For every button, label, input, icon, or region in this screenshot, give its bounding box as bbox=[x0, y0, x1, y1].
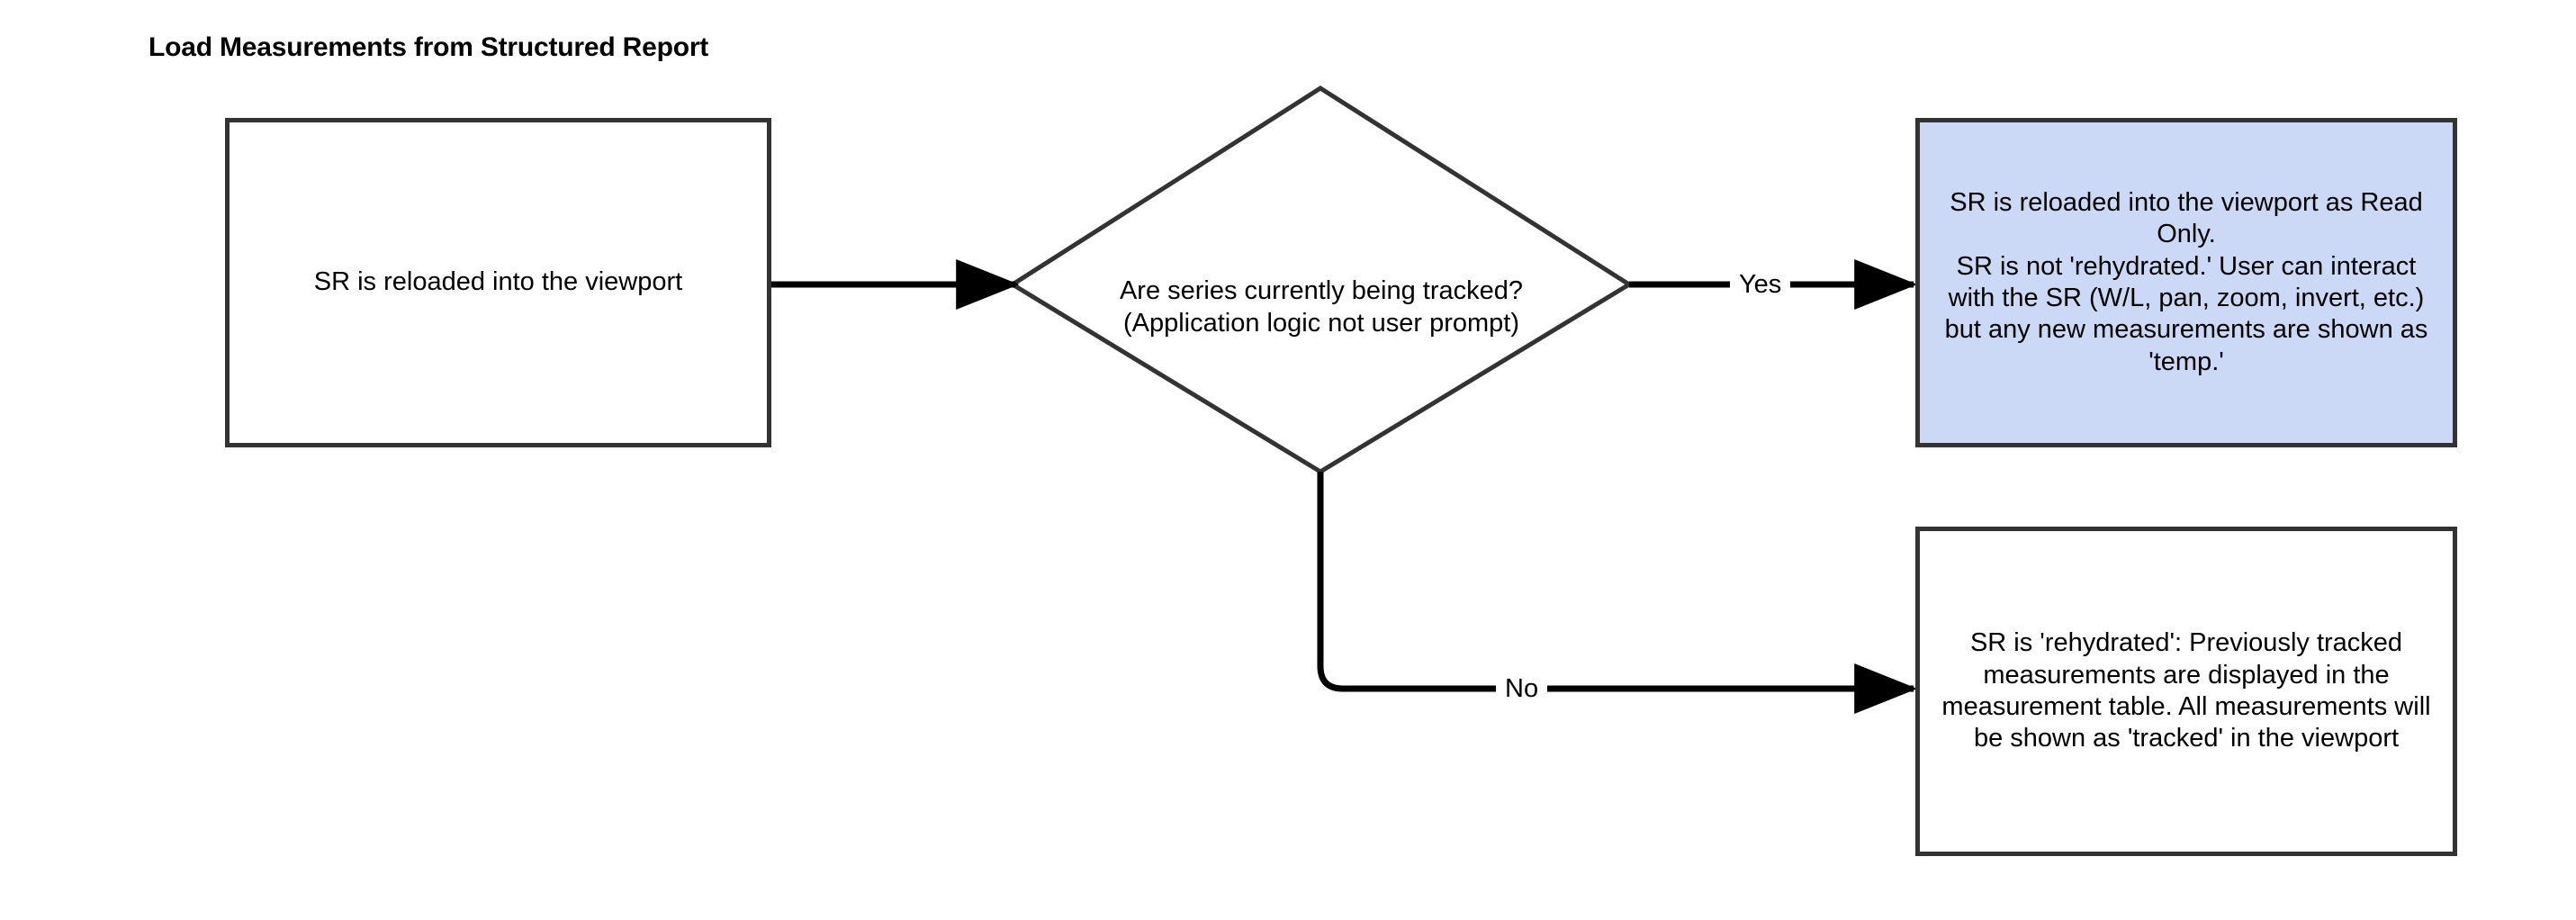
node-sr-read-only[interactable]: SR is reloaded into the viewport as Read… bbox=[1915, 118, 2457, 447]
edge-decision-no bbox=[1317, 472, 1918, 714]
node-decision-series-tracked[interactable]: Are series currently being tracked? (App… bbox=[1013, 88, 1630, 473]
node-sr-rehydrated[interactable]: SR is 'rehydrated': Previously tracked m… bbox=[1915, 527, 2457, 856]
node-readonly-label: SR is reloaded into the viewport as Read… bbox=[1944, 187, 2428, 376]
page-title: Load Measurements from Structured Report bbox=[149, 32, 709, 62]
node-sr-reloaded-viewport[interactable]: SR is reloaded into the viewport bbox=[225, 118, 771, 447]
edge-label-no: No bbox=[1496, 676, 1548, 702]
node-rehydrated-label: SR is 'rehydrated': Previously tracked m… bbox=[1941, 628, 2431, 753]
node-decision-label: Are series currently being tracked? (App… bbox=[1119, 276, 1524, 338]
edge-label-yes: Yes bbox=[1730, 272, 1791, 298]
node-start-label: SR is reloaded into the viewport bbox=[313, 267, 683, 297]
